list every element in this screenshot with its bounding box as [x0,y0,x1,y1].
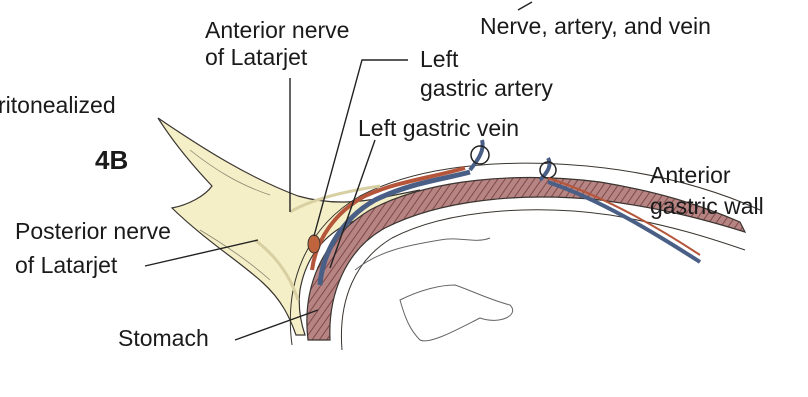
anterior-nerve-label-2: of Latarjet [205,44,307,71]
left-gastric-vein-label: Left gastric vein [358,115,519,142]
posterior-nerve-label-1: Posterior nerve [15,218,171,245]
stomach-label: Stomach [118,325,209,352]
nerve-artery-vein-label: Nerve, artery, and vein [480,13,711,40]
nerve-artery-vein-pointer [518,2,532,10]
posterior-nerve-label-2: of Latarjet [15,252,117,279]
anterior-nerve-label-1: Anterior nerve [205,17,349,44]
anterior-wall-label-1: Anterior [650,162,731,189]
mucosal-fold-1 [355,238,490,270]
figure-label: 4B [95,145,128,176]
peritonealized-label: ritonealized [0,92,116,119]
left-gastric-artery-label-1: Left [420,46,458,73]
left-gastric-artery-label-2: gastric artery [420,75,553,102]
ligated-vessels-2 [540,158,556,180]
serosa-inner [341,210,745,350]
mucosal-fold-2 [400,285,513,341]
artery-cross-section [308,235,320,253]
anterior-wall-label-2: gastric wall [650,193,764,220]
